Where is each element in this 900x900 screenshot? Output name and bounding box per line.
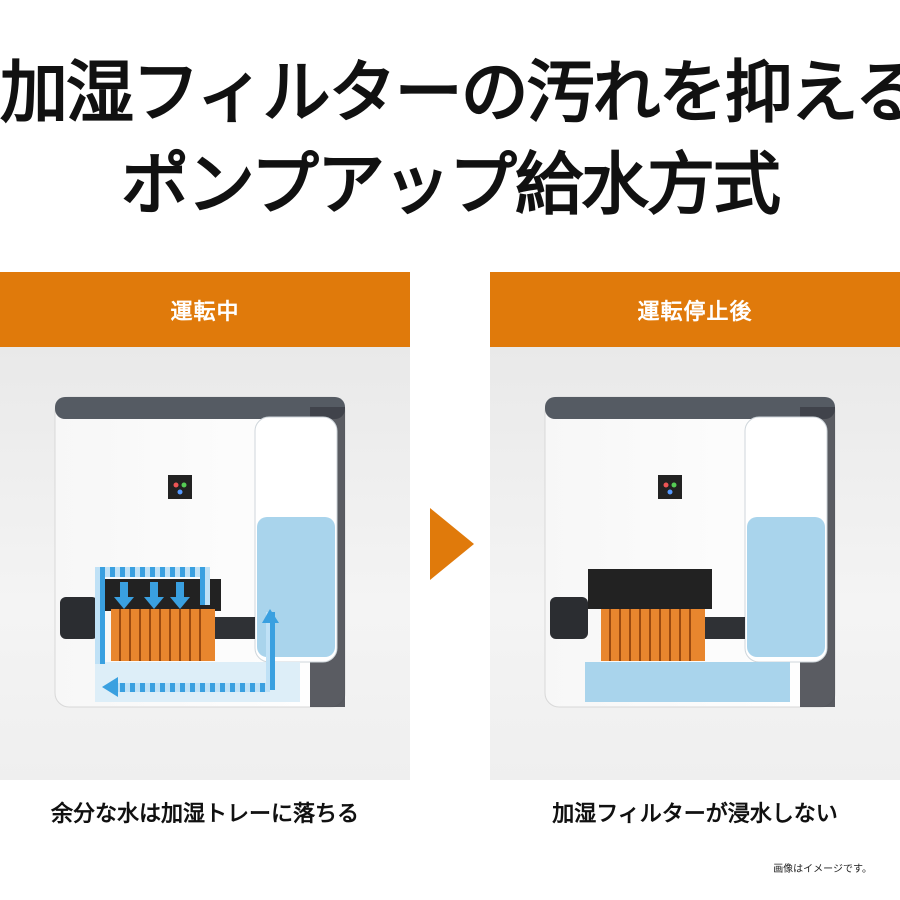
caption-operating: 余分な水は加湿トレーに落ちる bbox=[50, 802, 359, 827]
chevron-right-icon bbox=[430, 508, 474, 584]
brand-logo-icon bbox=[168, 475, 192, 499]
panel-header-operating: 運転中 bbox=[0, 272, 410, 347]
water-flow-arrows bbox=[95, 567, 279, 697]
panel-body-after-stop bbox=[490, 347, 900, 780]
panel-operating: 運転中 bbox=[0, 272, 410, 780]
panel-header-after-stop: 運転停止後 bbox=[490, 272, 900, 347]
panel-after-stop: 運転停止後 bbox=[490, 272, 900, 780]
headline-line-2: ポンプアップ給水方式 bbox=[121, 146, 781, 225]
headline: 加湿フィルターの汚れを抑える ポンプアップ給水方式 bbox=[0, 48, 900, 232]
humidifier-illustration-idle bbox=[544, 396, 836, 708]
humidifier-illustration-operating bbox=[54, 396, 346, 708]
caption-after-stop: 加湿フィルターが浸水しない bbox=[552, 802, 838, 827]
image-disclaimer: 画像はイメージです。 bbox=[773, 864, 872, 875]
panel-body-operating bbox=[0, 347, 410, 780]
brand-logo-icon bbox=[658, 475, 682, 499]
headline-line-1: 加湿フィルターの汚れを抑える bbox=[0, 54, 900, 133]
